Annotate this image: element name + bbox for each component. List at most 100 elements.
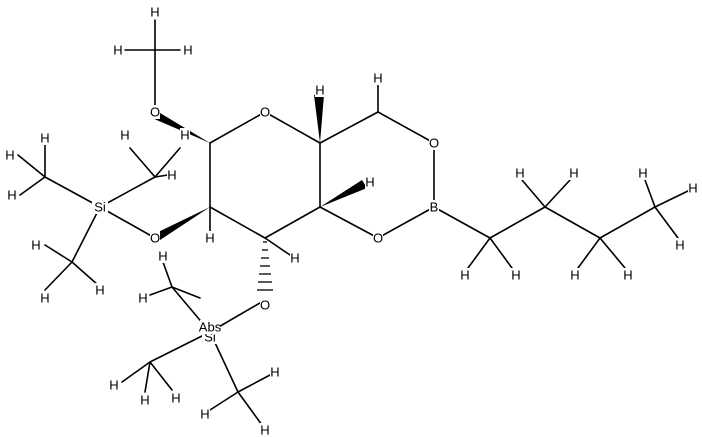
hydrogen-label: H bbox=[315, 83, 325, 98]
hydrogen-label: H bbox=[150, 5, 160, 20]
hydrogen-label: H bbox=[158, 249, 168, 264]
bond bbox=[154, 174, 169, 178]
bond bbox=[44, 261, 73, 291]
bond bbox=[149, 361, 173, 391]
bond bbox=[209, 111, 266, 144]
hydrogen-label-text: H bbox=[158, 249, 167, 264]
bond bbox=[644, 179, 656, 208]
hydrogen-label-text: H bbox=[113, 43, 122, 58]
hydrogen-label-text: H bbox=[365, 175, 374, 190]
bond bbox=[264, 111, 321, 144]
abs-stereo-label: Abs bbox=[199, 320, 222, 335]
ring-oxygen-label: O bbox=[260, 105, 270, 120]
hydrogen-label-text: H bbox=[373, 71, 382, 86]
hashed-bond bbox=[257, 241, 273, 291]
bond bbox=[654, 189, 691, 208]
hydrogen-label-text: H bbox=[290, 251, 299, 266]
wedge-bond bbox=[152, 207, 210, 242]
hydrogen-label-text: H bbox=[315, 83, 324, 98]
hydrogen-label: H bbox=[205, 231, 215, 246]
bond bbox=[129, 147, 156, 178]
hydrogen-label: H bbox=[675, 238, 685, 253]
hydrogen-label: H bbox=[7, 188, 17, 203]
bond bbox=[19, 176, 46, 196]
hydrogen-label: H bbox=[5, 148, 15, 163]
boronate-oxygen-label-text: O bbox=[373, 231, 383, 246]
bond bbox=[154, 147, 181, 178]
hydrogen-label-text: H bbox=[120, 128, 129, 143]
boronate-oxygen-label: O bbox=[373, 231, 383, 246]
hydrogen-label-text: H bbox=[460, 268, 469, 283]
silyl-ether-oxygen-label-text: O bbox=[150, 231, 160, 246]
hydrogen-label: H bbox=[167, 168, 177, 183]
bond bbox=[171, 286, 201, 299]
silicon-label: Si bbox=[92, 200, 108, 215]
hydrogen-label: H bbox=[120, 128, 130, 143]
hydrogen-label-text: H bbox=[511, 268, 520, 283]
methoxy-oxygen-label: O bbox=[150, 105, 160, 120]
hydrogen-label: H bbox=[511, 268, 521, 283]
hydrogen-label: H bbox=[40, 291, 50, 306]
bond bbox=[209, 206, 266, 239]
wedge-bond bbox=[320, 180, 367, 207]
bond bbox=[264, 237, 291, 256]
bond bbox=[544, 206, 601, 239]
bond bbox=[71, 206, 101, 263]
boron-label: B bbox=[429, 200, 439, 215]
bond bbox=[44, 176, 101, 208]
hydrogen-label: H bbox=[95, 283, 105, 298]
silyl-ether-oxygen-label: O bbox=[260, 298, 270, 313]
bond bbox=[17, 154, 46, 178]
hydrogen-label-text: H bbox=[570, 268, 579, 283]
bond bbox=[71, 261, 99, 286]
bond bbox=[544, 179, 571, 208]
hydrogen-label-text: H bbox=[200, 407, 209, 422]
hydrogen-label: H bbox=[515, 166, 525, 181]
hydrogen-label-text: H bbox=[270, 365, 279, 380]
hydrogen-label-text: H bbox=[167, 168, 176, 183]
hydrogen-label-text: H bbox=[138, 291, 147, 306]
hydrogen-label: H bbox=[183, 43, 193, 58]
hydrogen-label-text: H bbox=[623, 268, 632, 283]
hydrogen-label: H bbox=[138, 291, 148, 306]
hydrogen-label-text: H bbox=[205, 231, 214, 246]
abs-stereo-label-text: Abs bbox=[199, 320, 222, 335]
hydrogen-label: H bbox=[140, 393, 150, 408]
silyl-ether-oxygen-label: O bbox=[150, 231, 160, 246]
bond bbox=[599, 206, 656, 239]
hydrogen-label: H bbox=[570, 268, 580, 283]
wedge-bond bbox=[314, 95, 324, 143]
hydrogen-label-text: H bbox=[638, 166, 647, 181]
hydrogen-label-text: H bbox=[40, 291, 49, 306]
bond bbox=[44, 244, 73, 263]
bond bbox=[264, 206, 321, 239]
hydrogen-label-text: H bbox=[150, 5, 159, 20]
hydrogen-label: H bbox=[200, 407, 210, 422]
hydrogen-label: H bbox=[270, 365, 280, 380]
hydrogen-label-text: H bbox=[140, 393, 149, 408]
bond bbox=[237, 391, 263, 426]
hydrogen-label-text: H bbox=[260, 423, 269, 437]
hydrogen-label: H bbox=[688, 181, 698, 196]
hydrogen-label-text: H bbox=[31, 238, 40, 253]
bond bbox=[489, 206, 546, 239]
hydrogen-label-text: H bbox=[7, 188, 16, 203]
hydrogen-label-text: H bbox=[569, 166, 578, 181]
bond bbox=[599, 237, 626, 269]
stereo-bond-layer bbox=[152, 95, 367, 291]
bond bbox=[377, 111, 435, 144]
hydrogen-label-text: H bbox=[688, 181, 697, 196]
hydrogen-label-text: H bbox=[183, 43, 192, 58]
bond bbox=[467, 237, 491, 269]
hydrogen-label: H bbox=[180, 128, 190, 143]
bond bbox=[319, 111, 379, 144]
hydrogen-label-text: H bbox=[515, 166, 524, 181]
bond bbox=[521, 179, 546, 208]
bond bbox=[209, 391, 239, 411]
hydrogen-label-text: H bbox=[180, 128, 189, 143]
boron-label-text: B bbox=[430, 200, 439, 215]
silicon-label-text: Si bbox=[94, 200, 106, 215]
wedge-bond bbox=[152, 110, 210, 143]
bond bbox=[144, 361, 151, 393]
